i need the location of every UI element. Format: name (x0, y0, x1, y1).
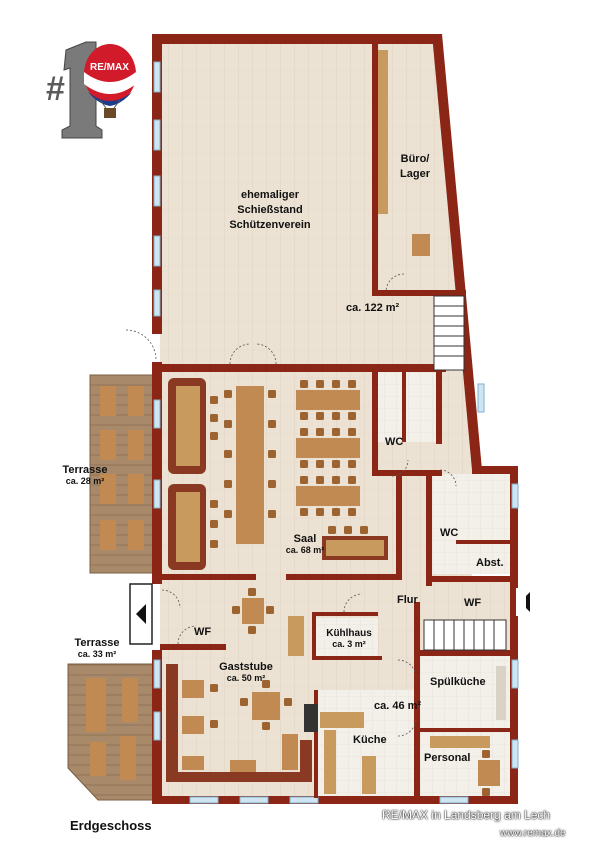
terrace-lower (67, 663, 155, 801)
interior-walls (160, 44, 516, 798)
terrace-upper (89, 374, 155, 574)
svg-text:RE/MAX: RE/MAX (90, 62, 129, 73)
entrance-arrows (129, 583, 530, 645)
stairs-upper (433, 295, 465, 371)
remax-logo: # RE/MAX (46, 41, 136, 139)
entrance-left-arrow-icon (136, 604, 146, 624)
stairs-lower (423, 619, 507, 651)
door-swings (125, 273, 457, 737)
windows (153, 61, 519, 804)
svg-text:#: # (46, 70, 65, 108)
terrace-upper-tables (100, 386, 144, 550)
furniture (166, 50, 506, 794)
